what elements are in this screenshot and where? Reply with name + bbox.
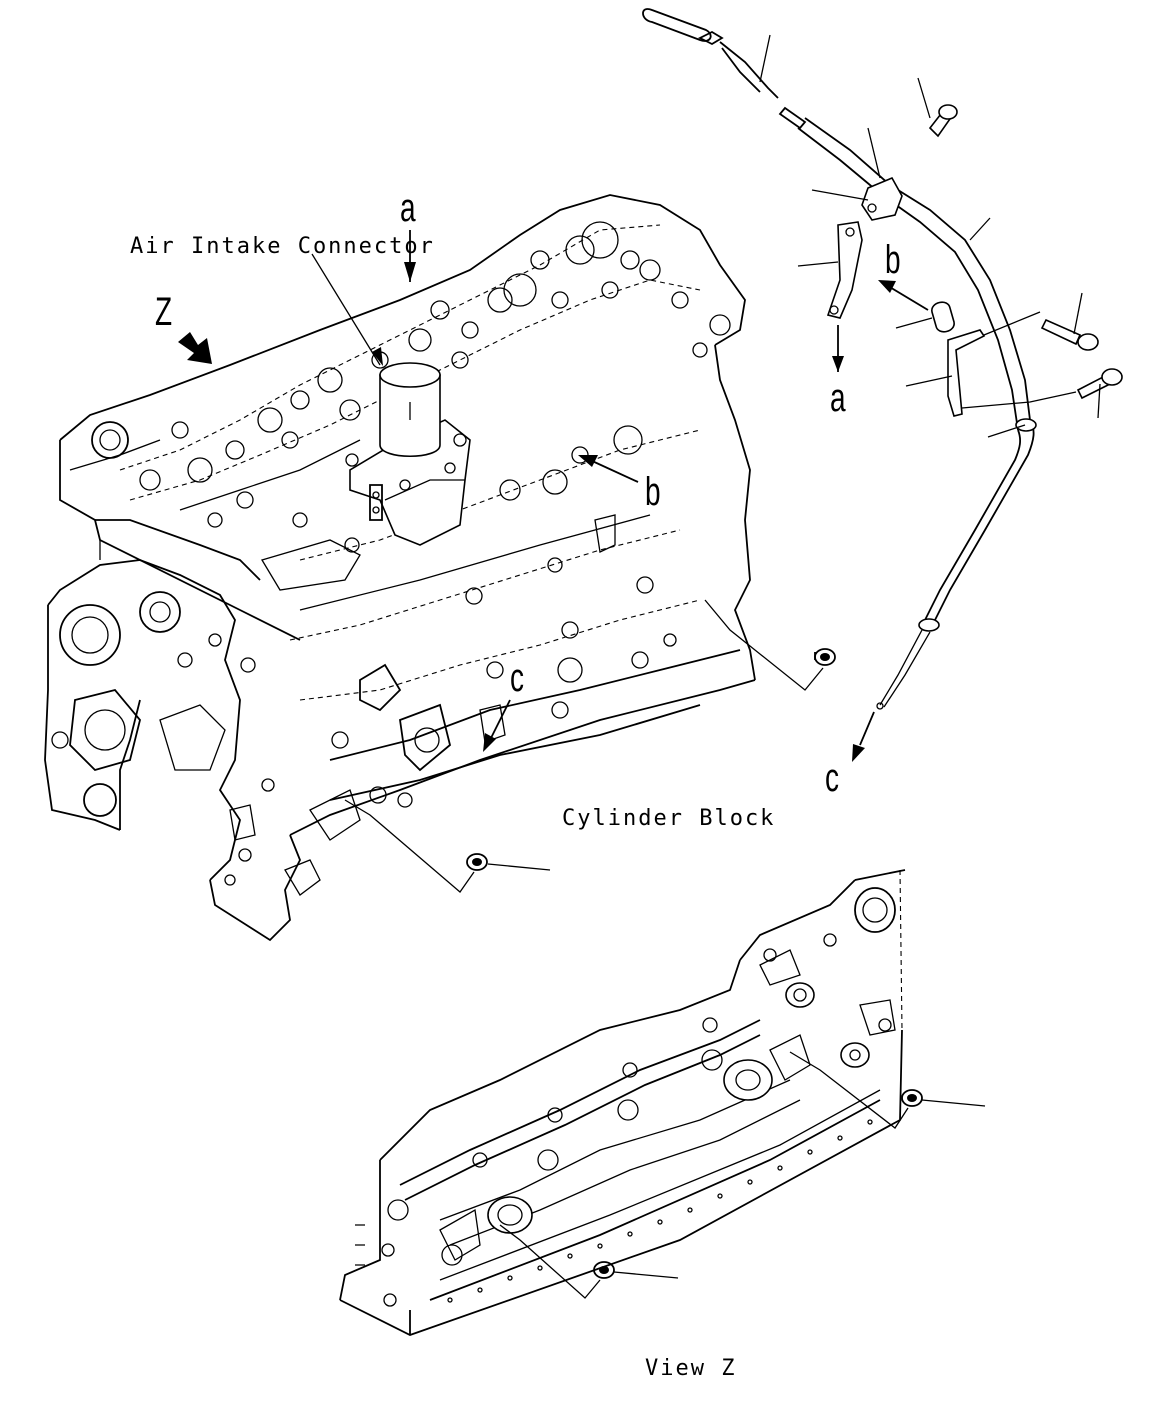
cylinder-head-details	[69, 221, 731, 528]
flange-bolt-icon	[1076, 368, 1123, 400]
callout-letter-c-main: c	[510, 656, 524, 700]
callout-letter-b-dipstick: b	[885, 238, 901, 282]
hex-nut-icon	[901, 1089, 923, 1107]
cylinder-block-side-details	[224, 425, 741, 896]
callout-arrow-icon	[578, 455, 639, 483]
air-intake-connector-drawing	[345, 362, 471, 546]
flange-bolt-icon	[1040, 318, 1099, 351]
view-z-bolt-holes	[447, 1119, 873, 1303]
view-z-label: View Z	[645, 1356, 737, 1381]
view-z-drawing	[339, 869, 986, 1336]
flange-bolt-icon	[928, 104, 958, 138]
callout-letter-a-main: a	[400, 186, 416, 230]
callout-arrow-icon	[483, 699, 511, 752]
callout-letter-c-dipstick: c	[825, 756, 839, 800]
view-direction-letter-z: Z	[155, 290, 173, 334]
cylinder-block-drawing	[44, 194, 836, 942]
callout-letter-a-dipstick: a	[830, 376, 846, 420]
hex-nut-icon	[466, 853, 488, 871]
air-intake-leader-line	[311, 253, 381, 366]
view-direction-arrow-icon	[178, 332, 212, 364]
cylinder-block-label: Cylinder Block	[562, 806, 776, 831]
hex-nut-icon	[814, 648, 836, 666]
air-intake-connector-label: Air Intake Connector	[130, 234, 435, 259]
callout-arrow-icon	[404, 230, 416, 282]
callout-letter-b-main: b	[645, 470, 661, 514]
hex-nut-icon	[593, 1261, 615, 1279]
dipstick-assembly-drawing	[642, 8, 1123, 762]
